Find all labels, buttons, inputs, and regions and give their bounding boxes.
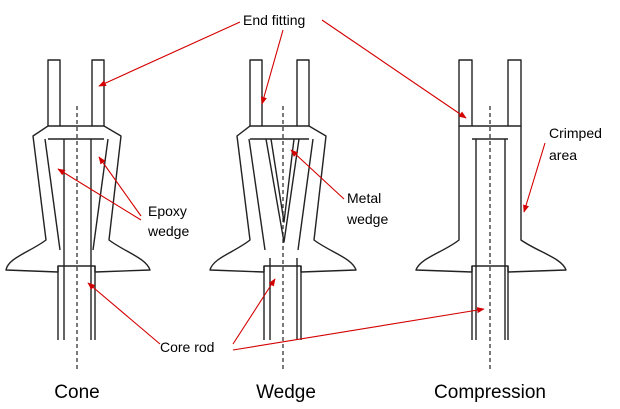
crimped-area-arrow xyxy=(523,142,546,213)
compression-left-prong xyxy=(458,59,473,127)
metal-wedge-label-line2: wedge xyxy=(346,211,388,227)
core-rod-arrow-wedge xyxy=(232,278,276,345)
metal-wedge-shape xyxy=(265,138,300,243)
end-fitting-arrow-wedge xyxy=(260,29,284,105)
epoxy-wedge-arrow-right xyxy=(98,156,142,217)
wedge-inner-left xyxy=(248,138,266,251)
core-rod-arrow-compression xyxy=(232,307,485,351)
epoxy-wedge-label-line1: Epoxy xyxy=(148,203,187,219)
metal-wedge-arrow xyxy=(290,149,345,200)
crimped-area-label-line1: Crimped xyxy=(549,125,602,141)
captions: Cone Wedge Compression xyxy=(54,382,546,403)
end-fitting-arrow-cone xyxy=(98,21,241,87)
caption-wedge: Wedge xyxy=(256,382,316,403)
cone-left-prong xyxy=(47,59,61,127)
end-fitting-label: End fitting xyxy=(243,12,305,28)
labels: End fitting Crimped area Epoxy wedge Met… xyxy=(147,12,602,355)
epoxy-wedge-arrow-left xyxy=(57,168,142,221)
end-fitting-arrow-compression xyxy=(321,19,467,119)
pointer-arrows xyxy=(57,19,546,351)
wedge-body-outline xyxy=(209,125,357,273)
compression-body-outline xyxy=(415,126,567,273)
core-rod-arrow-cone xyxy=(87,282,161,345)
crimped-area-label-line2: area xyxy=(549,147,577,163)
caption-cone: Cone xyxy=(54,382,99,403)
core-rod-label: Core rod xyxy=(160,339,214,355)
cone-fitting xyxy=(5,59,151,372)
cone-inner-left xyxy=(44,138,61,251)
wedge-left-prong xyxy=(249,59,263,127)
caption-compression: Compression xyxy=(434,382,546,403)
compression-right-prong xyxy=(507,59,522,127)
wedge-inner-right xyxy=(297,138,314,251)
metal-wedge-label-line1: Metal xyxy=(347,190,381,206)
wedge-fitting xyxy=(209,59,357,372)
epoxy-wedge-label-line2: wedge xyxy=(147,223,189,239)
wedge-right-prong xyxy=(296,59,310,127)
compression-fitting xyxy=(415,59,567,372)
cone-right-prong xyxy=(91,59,105,127)
cone-body-outline xyxy=(5,125,151,273)
